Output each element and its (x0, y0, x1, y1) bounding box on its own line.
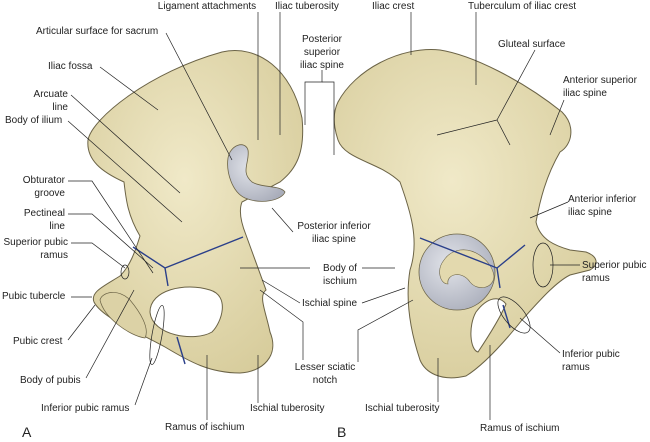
line-2: ischium (323, 276, 357, 287)
panel-label-b: B (337, 424, 347, 440)
label-ischial-tuberosity-a: Ischial tuberosity (250, 403, 325, 414)
label-posterior-inferior-iliac-spine: Posterior inferior iliac spine (290, 220, 378, 246)
line-1: Superior pubic (3, 237, 68, 248)
label-superior-pubic-ramus-b: Superior pubic ramus (582, 259, 646, 285)
line-2: ramus (562, 362, 590, 373)
line-1: Arcuate (33, 89, 68, 100)
label-tuberculum-of-iliac-crest: Tuberculum of iliac crest (468, 1, 576, 12)
label-iliac-tuberosity: Iliac tuberosity (275, 1, 339, 12)
line-2: line (52, 102, 68, 113)
hip-bone-lateral-view (333, 49, 597, 379)
label-inferior-pubic-ramus-b: Inferior pubic ramus (562, 348, 620, 374)
line-1: Superior pubic (582, 260, 647, 271)
label-body-of-ischium: Body of ischium (312, 262, 368, 288)
label-pubic-crest: Pubic crest (13, 336, 63, 347)
line-1: Posterior (301, 34, 342, 45)
label-inferior-pubic-ramus-a: Inferior pubic ramus (41, 403, 130, 414)
line-1: Posterior inferior (297, 221, 371, 232)
label-ramus-of-ischium-b: Ramus of ischium (480, 423, 560, 434)
line-2: groove (34, 188, 65, 199)
leader-lines (67, 12, 580, 420)
hip-bone-medial-view (87, 50, 304, 374)
label-body-of-pubis: Body of pubis (20, 375, 81, 386)
label-pubic-tubercle: Pubic tubercle (2, 291, 66, 302)
label-pectineal-line: Pectineal line (0, 207, 65, 233)
line-2: iliac spine (568, 207, 612, 218)
label-ramus-of-ischium-a: Ramus of ischium (165, 422, 245, 433)
label-superior-pubic-ramus-a: Superior pubic ramus (0, 236, 68, 262)
label-gluteal-surface: Gluteal surface (498, 39, 566, 50)
line-2: ramus (582, 273, 610, 284)
label-ligament-attachments: Ligament attachments (157, 1, 257, 12)
line-1: Inferior pubic (562, 349, 620, 360)
line-1: Lesser sciatic (294, 362, 356, 373)
line-1: Obturator (22, 175, 65, 186)
label-ischial-spine: Ischial spine (302, 298, 358, 309)
panel-label-a: A (22, 424, 32, 440)
label-ischial-tuberosity-b: Ischial tuberosity (365, 403, 440, 414)
line-1: Anterior superior (563, 75, 637, 86)
suture-lines (132, 236, 244, 365)
label-iliac-fossa: Iliac fossa (48, 61, 93, 72)
line-2: notch (312, 375, 338, 386)
line-1: Pectineal (23, 208, 65, 219)
label-obturator-groove: Obturator groove (0, 174, 65, 200)
label-anterior-inferior-iliac-spine: Anterior inferior iliac spine (568, 193, 636, 219)
label-anterior-superior-iliac-spine: Anterior superior iliac spine (563, 74, 637, 100)
label-body-of-ilium: Body of ilium (5, 115, 63, 126)
line-2: iliac spine (563, 88, 607, 99)
label-arcuate-line: Arcuate line (0, 88, 68, 114)
auricular-surface (227, 144, 286, 202)
line-2: line (49, 221, 65, 232)
line-2: superior (303, 47, 341, 58)
line-2: iliac spine (312, 234, 356, 245)
line-1: Anterior inferior (568, 194, 637, 205)
line-2: ramus (40, 250, 68, 261)
line-3: iliac spine (300, 60, 344, 71)
label-posterior-superior-iliac-spine: Posterior superior iliac spine (292, 33, 352, 72)
label-iliac-crest: Iliac crest (372, 1, 415, 12)
line-1: Body of (323, 263, 357, 274)
label-lesser-sciatic-notch: Lesser sciatic notch (290, 361, 360, 387)
label-articular-surface-for-sacrum: Articular surface for sacrum (36, 26, 159, 37)
